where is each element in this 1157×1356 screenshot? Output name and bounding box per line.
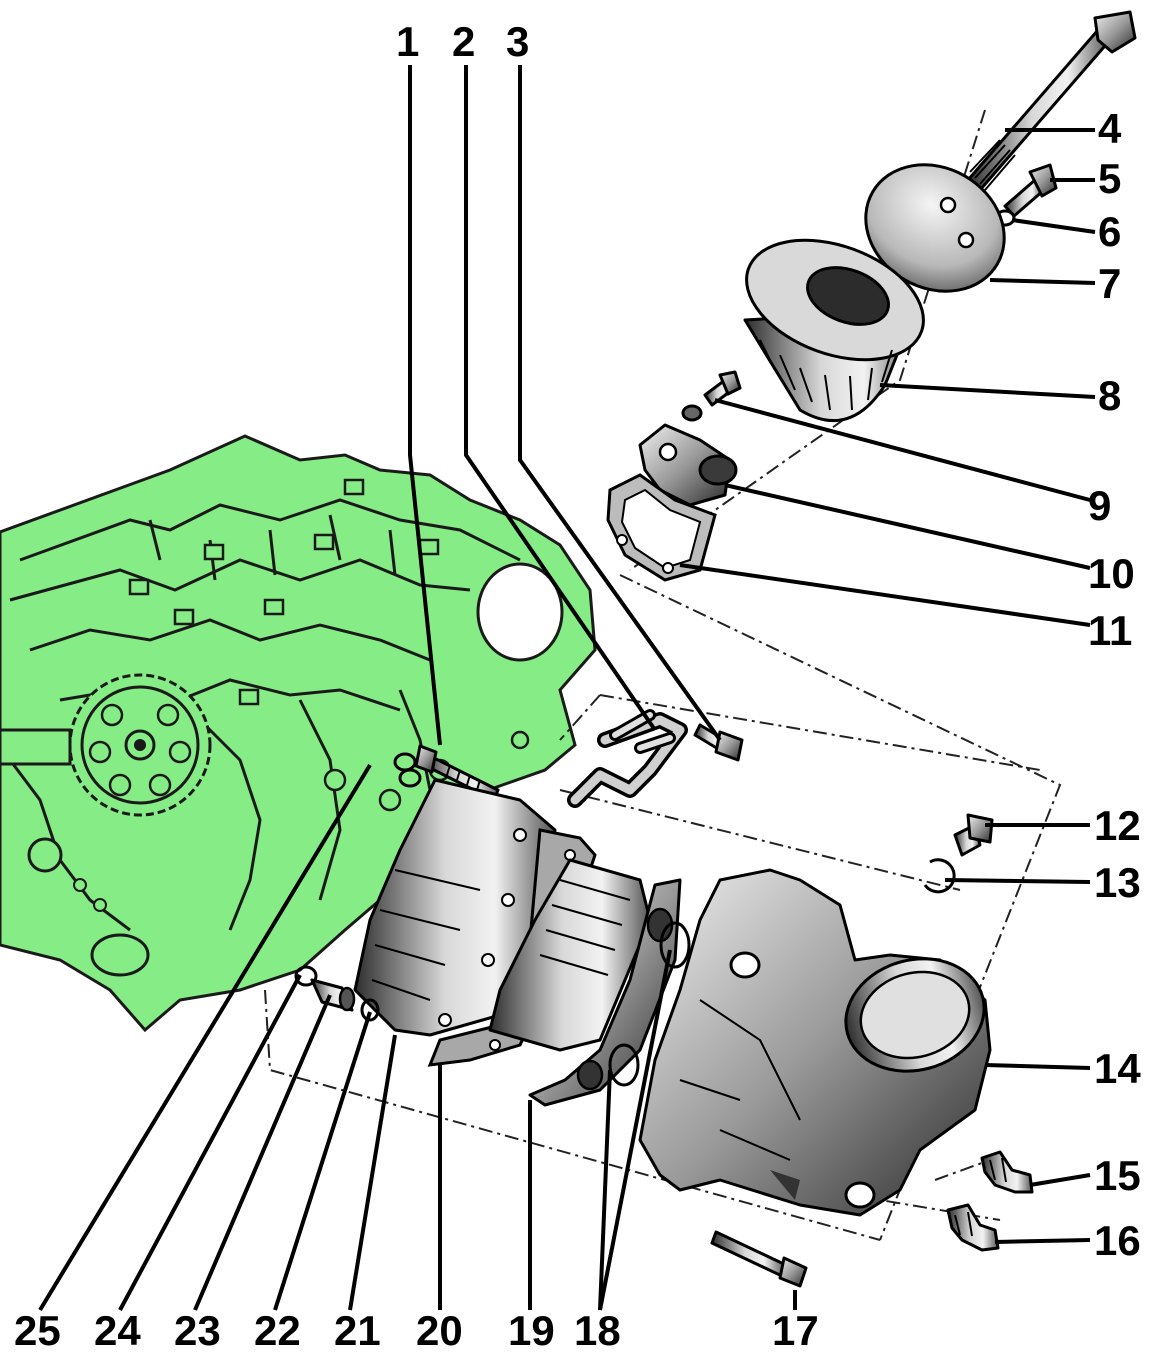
label-part-13: 13 [1094,859,1141,906]
part-18-o-rings [608,921,691,1087]
part-17-bolt [710,1230,808,1288]
part-25-o-rings [393,752,422,788]
part-9-bolt [681,370,742,422]
part-13-seal-ring [923,858,956,894]
part-22-o-ring [360,998,380,1022]
label-part-16: 16 [1094,1217,1141,1264]
label-part-25: 25 [14,1307,61,1354]
label-part-22: 22 [254,1307,301,1354]
part-5-small-bolt [1003,163,1058,218]
label-part-14: 14 [1094,1045,1141,1092]
part-24-o-ring [294,965,318,987]
label-part-3: 3 [506,18,529,65]
cylinder-bore [476,562,564,662]
part-14-filter-housing [638,868,992,1217]
label-part-11: 11 [1088,607,1132,654]
label-part-19: 19 [508,1307,555,1354]
crank-shaft [0,728,72,766]
label-part-1: 1 [396,18,419,65]
engine-block [0,434,597,1033]
part-4-long-bolt [966,10,1137,192]
label-part-18: 18 [574,1307,621,1354]
part-19-oil-cooler [488,858,682,1107]
part-3-bolt [693,723,744,762]
label-part-10: 10 [1088,550,1135,597]
label-part-7: 7 [1098,260,1121,307]
label-part-20: 20 [416,1307,463,1354]
part-15-sensor [980,1150,1034,1194]
label-part-24: 24 [94,1307,141,1354]
label-part-21: 21 [334,1307,381,1354]
part-2-pipe [567,709,688,808]
part-10-flange [638,423,738,507]
label-part-23: 23 [174,1307,221,1354]
label-part-8: 8 [1098,372,1121,419]
part-23-sleeve [310,978,356,1012]
crank-gear [68,673,212,817]
part-11-gasket [606,473,717,582]
leader-lines [38,65,1096,1312]
label-part-9: 9 [1088,482,1111,529]
part-1-stud [414,744,500,802]
part-8-filter-element [743,238,925,423]
part-16-sensor [946,1203,1000,1252]
part-12-plug-bolt [953,813,994,857]
label-part-4: 4 [1098,105,1122,152]
label-part-15: 15 [1094,1152,1141,1199]
part-labels: 1 2 3 4 5 6 7 8 9 10 11 12 13 14 15 16 1… [14,18,1141,1354]
label-part-17: 17 [772,1307,819,1354]
part-21-cooler-housing [353,778,557,1037]
label-part-12: 12 [1094,802,1141,849]
label-part-5: 5 [1098,155,1121,202]
label-part-2: 2 [452,18,475,65]
label-part-6: 6 [1098,208,1121,255]
